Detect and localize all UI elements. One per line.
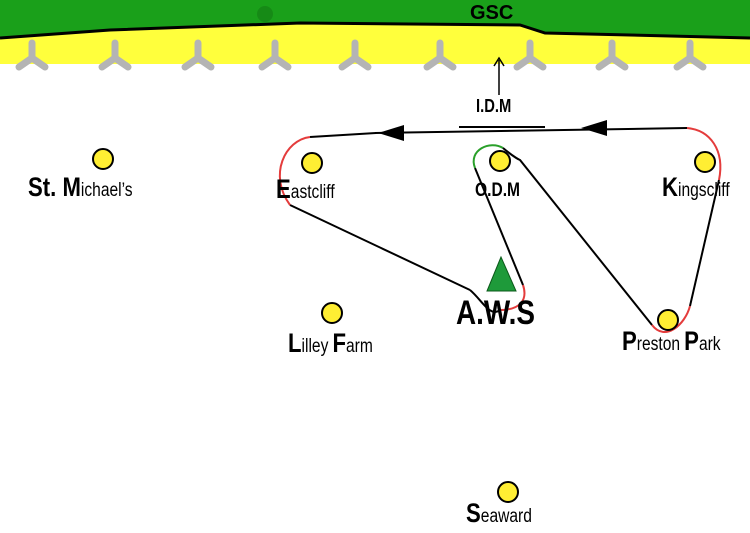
groynes [15, 39, 707, 71]
place-initial: L [288, 328, 302, 358]
place-initial: K [662, 172, 678, 202]
route-odm-black [502, 147, 653, 326]
place-initial: E [276, 174, 291, 204]
node-odm[interactable] [489, 150, 511, 172]
route-aws-left [469, 289, 501, 313]
idm-label: I.D.M [476, 96, 512, 116]
place-label-kingscliff: Kingscliff [662, 172, 730, 203]
route-eastcliff-red [278, 136, 311, 206]
place-rest-2: ark [698, 334, 721, 355]
aws-marker [486, 255, 517, 292]
route-aws-right [474, 167, 524, 286]
node-preston-park[interactable] [657, 309, 679, 331]
routes [278, 56, 722, 333]
gsc-label: GSC [470, 2, 514, 24]
place-rest-2: arm [346, 336, 373, 357]
grass-strip [0, 0, 750, 38]
place-label-eastcliff: Eastcliff [276, 174, 335, 205]
node-lilley-farm[interactable] [321, 302, 343, 324]
place-initial: S [466, 498, 481, 528]
route-eastcliff-black [289, 132, 471, 291]
sand-strip [0, 23, 750, 64]
place-label-st-michaels: St. Michael’s [28, 172, 133, 203]
groyne-icon [258, 39, 292, 71]
place-initial: P [622, 326, 637, 356]
place-nodes [92, 148, 716, 503]
groyne-icon [423, 39, 457, 71]
place-rest: eaward [480, 506, 532, 527]
place-label-seaward: Seaward [466, 498, 532, 529]
groyne-icon [513, 39, 547, 71]
node-kingscliff[interactable] [694, 151, 716, 173]
node-eastcliff[interactable] [301, 152, 323, 174]
groyne-icon [98, 39, 132, 71]
arrow-left-icon [378, 125, 404, 141]
place-rest: reston [636, 334, 681, 355]
groyne-icon [673, 39, 707, 71]
place-initial: M [62, 172, 81, 202]
node-st-michaels[interactable] [92, 148, 114, 170]
groyne-icon [338, 39, 372, 71]
arrow-left-icon [581, 120, 607, 136]
route-aws-red [499, 284, 526, 311]
place-prefix: St. [28, 172, 63, 202]
place-rest: astcliff [290, 182, 335, 203]
place-label-odm: O.D.M [475, 180, 520, 202]
groyne-icon [15, 39, 49, 71]
route-preston-right [689, 179, 720, 307]
place-rest: ichael’s [80, 180, 133, 201]
route-top-line [374, 127, 688, 134]
gsc-marker [257, 6, 273, 22]
groyne-icon [595, 39, 629, 71]
route-odm-green [472, 144, 504, 169]
place-label-aws: A.W.S [456, 294, 536, 332]
place-initial-2: P [684, 326, 699, 356]
idm-arrow-up-icon [493, 56, 505, 67]
place-rest: ingscliff [677, 180, 730, 201]
place-rest: illey [301, 336, 329, 357]
place-initial-2: F [332, 328, 347, 358]
coastline [0, 21, 750, 40]
node-seaward[interactable] [497, 481, 519, 503]
groyne-icon [181, 39, 215, 71]
route-kingscliff-red [686, 127, 722, 181]
place-rest: O.D.M [475, 180, 521, 201]
